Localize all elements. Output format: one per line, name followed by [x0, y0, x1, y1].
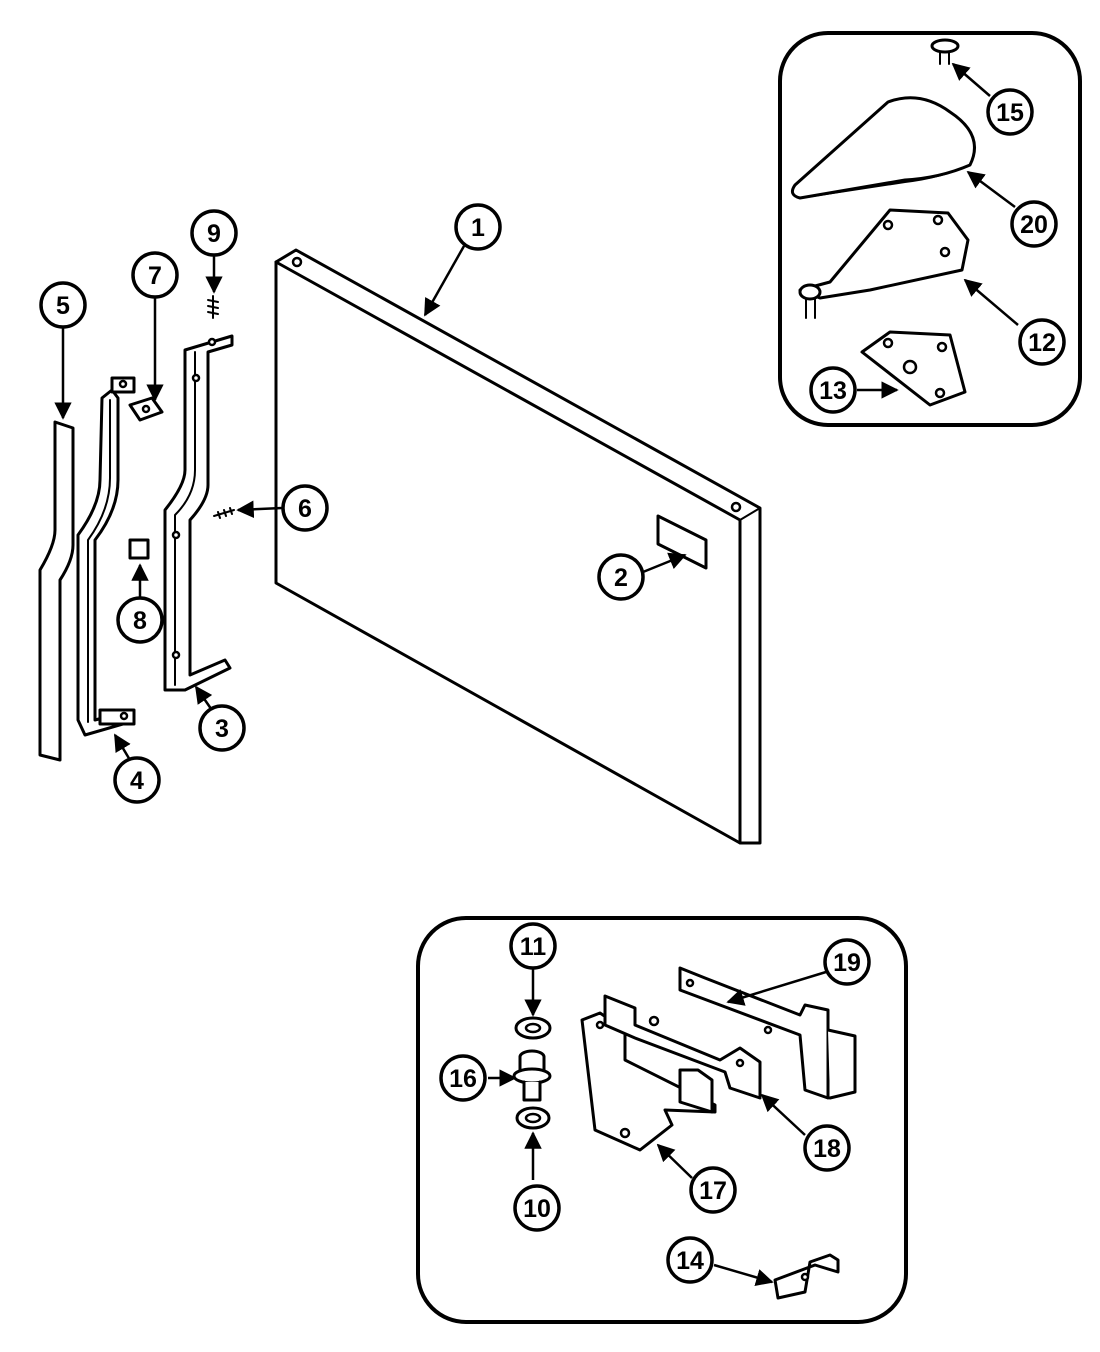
callout-14: 14 — [666, 1236, 714, 1284]
svg-text:18: 18 — [813, 1135, 841, 1163]
callout-3: 3 — [198, 704, 246, 752]
callout-16: 16 — [439, 1054, 487, 1102]
callout-6: 6 — [281, 484, 329, 532]
part-12-top-hinge — [798, 208, 970, 319]
svg-text:10: 10 — [523, 1195, 551, 1223]
callout-11: 11 — [509, 922, 557, 970]
svg-text:9: 9 — [207, 220, 221, 248]
callout-4: 4 — [113, 756, 161, 804]
callout-19: 19 — [823, 938, 871, 986]
part-14-clip — [773, 1253, 840, 1300]
callout-5: 5 — [39, 281, 87, 329]
svg-text:7: 7 — [148, 262, 162, 290]
part-15-cap — [930, 38, 960, 65]
svg-text:11: 11 — [520, 933, 547, 961]
part-5-trim — [38, 420, 75, 762]
svg-text:20: 20 — [1020, 211, 1048, 239]
svg-text:2: 2 — [614, 564, 628, 592]
callout-10: 10 — [513, 1184, 561, 1232]
part-4-trim — [76, 376, 136, 737]
svg-text:13: 13 — [819, 377, 847, 405]
part-2-label — [656, 514, 708, 570]
svg-text:14: 14 — [676, 1247, 704, 1275]
part-10-washer — [515, 1106, 551, 1130]
svg-text:15: 15 — [996, 99, 1024, 127]
svg-text:19: 19 — [833, 949, 861, 977]
callout-20: 20 — [1010, 200, 1058, 248]
part-13-hinge-shim — [860, 330, 967, 407]
callout-18: 18 — [803, 1124, 851, 1172]
svg-text:6: 6 — [298, 495, 312, 523]
svg-text:16: 16 — [449, 1065, 477, 1093]
svg-text:1: 1 — [471, 214, 485, 242]
part-16-hinge-pin — [512, 1049, 552, 1102]
part-6-screw — [213, 507, 235, 519]
callout-2: 2 — [597, 553, 645, 601]
callout-8: 8 — [116, 596, 164, 644]
callout-15: 15 — [986, 88, 1034, 136]
part-8-block — [128, 538, 150, 560]
part-20-hinge-cover — [790, 96, 976, 200]
svg-text:3: 3 — [215, 715, 229, 743]
svg-text:17: 17 — [699, 1177, 727, 1205]
hinge-detail-box-bottom — [416, 916, 908, 1324]
callout-7: 7 — [131, 251, 179, 299]
part-19-bracket — [678, 966, 857, 1100]
svg-text:12: 12 — [1028, 329, 1056, 357]
callout-12: 12 — [1018, 318, 1066, 366]
part-7-clip — [128, 396, 164, 422]
callout-9: 9 — [190, 209, 238, 257]
part-9-screw — [207, 295, 219, 319]
callout-17: 17 — [689, 1166, 737, 1214]
part-11-washer — [514, 1016, 552, 1040]
part-18-bracket — [603, 994, 762, 1100]
part-3-trim — [163, 334, 234, 692]
callout-1: 1 — [454, 203, 502, 251]
callout-13: 13 — [809, 366, 857, 414]
svg-text:4: 4 — [130, 767, 144, 795]
part-1-door-panel — [274, 248, 762, 845]
svg-text:8: 8 — [133, 607, 147, 635]
svg-text:5: 5 — [56, 292, 70, 320]
leader-lines — [54, 62, 1019, 1286]
hinge-detail-box-top — [778, 31, 1082, 427]
